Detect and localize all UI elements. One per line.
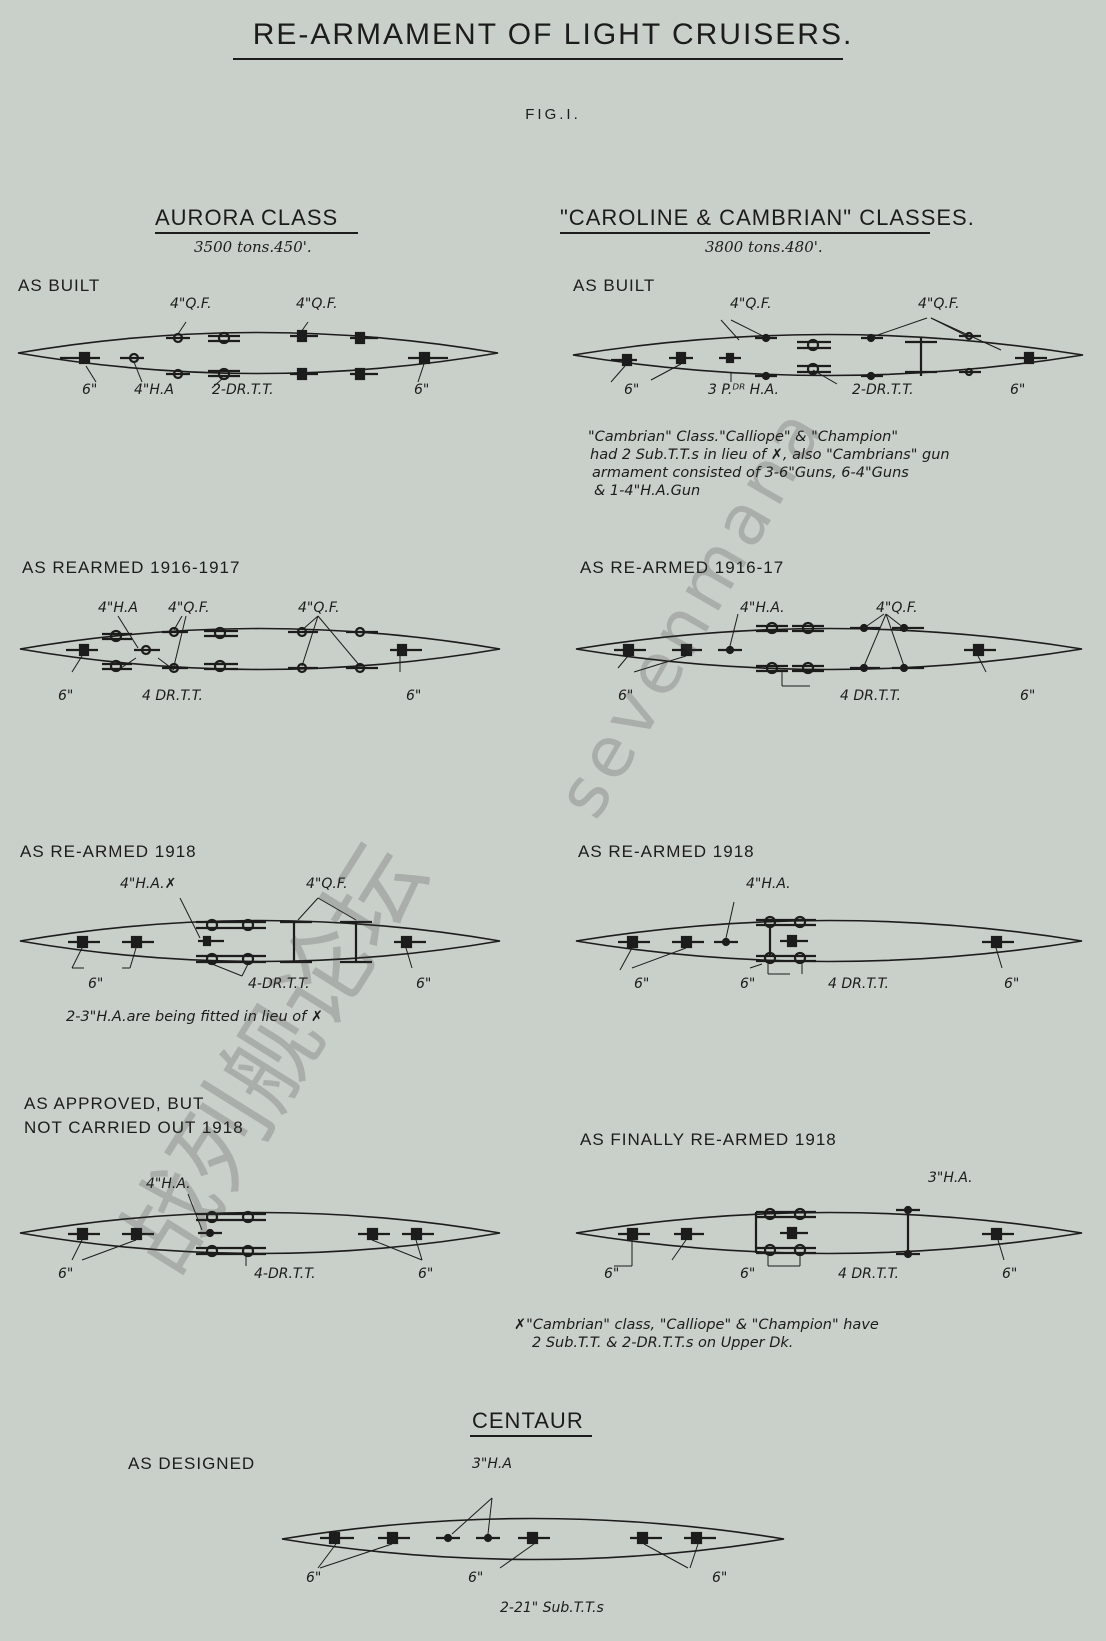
page-title: RE-ARMAMENT OF LIGHT CRUISERS. (252, 18, 854, 51)
aurora-approved-6in-label-1: 6" (58, 1266, 74, 1282)
centaur-6in-label-2: 6" (468, 1570, 484, 1586)
centaur-subtt-label: 2-21" Sub.T.T.s (500, 1600, 604, 1616)
aurora-1917-qf-label-2: 4"Q.F. (298, 600, 340, 616)
centaur-hull-diagram (281, 1497, 785, 1569)
centaur-ha-label: 3"H.A (472, 1456, 512, 1472)
caroline-finally-6in-label-1: 6" (604, 1266, 620, 1282)
aurora-built-ha-label: 4"H.A (134, 382, 174, 398)
aurora-1917-6in-label-2: 6" (406, 688, 422, 704)
aurora-1917-6in-label-1: 6" (58, 688, 74, 704)
aurora-built-qf-label-2: 4"Q.F. (296, 296, 338, 312)
aurora-1918-drtt-label: 4-DR.T.T. (248, 976, 310, 992)
caroline-finally-6in-label-3: 6" (1002, 1266, 1018, 1282)
caroline-1917-6in-label-2: 6" (1020, 688, 1036, 704)
caroline-1918-6in-label-3: 6" (1004, 976, 1020, 992)
centaur-6in-label-3: 6" (712, 1570, 728, 1586)
aurora-rearmed-1918-hull-diagram (19, 897, 501, 977)
caroline-built-note-line-2: had 2 Sub.T.T.s in lieu of ✗, also "Camb… (590, 447, 950, 463)
caroline-rearmed-1917-hull-diagram (575, 613, 1083, 687)
aurora-1918-6in-label-2: 6" (416, 976, 432, 992)
aurora-approved-label-line-1: AS APPROVED, BUT (24, 1094, 205, 1113)
caroline-rearmed-1918-hull-diagram (575, 901, 1083, 975)
aurora-1918-6in-label-1: 6" (88, 976, 104, 992)
caroline-1917-qf-label: 4"Q.F. (876, 600, 918, 616)
caroline-as-built-label: AS BUILT (573, 276, 656, 295)
centaur-as-designed-label: AS DESIGNED (128, 1454, 256, 1473)
aurora-as-built-hull-diagram (17, 321, 499, 389)
caroline-built-3pdr-label: 3 P.ᴰᴿ H.A. (708, 382, 779, 398)
caroline-built-6in-label-2: 6" (1010, 382, 1026, 398)
aurora-built-drtt-label: 2-DR.T.T. (212, 382, 274, 398)
caroline-1918-6in-label-2: 6" (740, 976, 756, 992)
aurora-as-built-label: AS BUILT (18, 276, 101, 295)
title-underline (233, 58, 843, 60)
caroline-finally-hull-diagram (575, 1205, 1083, 1267)
caroline-built-note-line-4: & 1-4"H.A.Gun (594, 483, 701, 499)
caroline-class-heading: "CAROLINE & CAMBRIAN" CLASSES. (560, 205, 975, 230)
aurora-built-qf-label-1: 4"Q.F. (170, 296, 212, 312)
aurora-1918-note: 2-3"H.A.are being fitted in lieu of ✗ (66, 1009, 324, 1025)
aurora-built-6in-label-2: 6" (414, 382, 430, 398)
caroline-1918-6in-label-1: 6" (634, 976, 650, 992)
centaur-6in-label-1: 6" (306, 1570, 322, 1586)
caroline-finally-6in-label-2: 6" (740, 1266, 756, 1282)
aurora-built-6in-label-1: 6" (82, 382, 98, 398)
aurora-rearmed-1918-label: AS RE-ARMED 1918 (20, 842, 197, 861)
caroline-finally-label: AS FINALLY RE-ARMED 1918 (580, 1130, 837, 1149)
caroline-built-drtt-label: 2-DR.T.T. (852, 382, 914, 398)
aurora-approved-6in-label-2: 6" (418, 1266, 434, 1282)
aurora-approved-ha-label: 4"H.A. (146, 1176, 191, 1192)
aurora-1917-qf-label-1: 4"Q.F. (168, 600, 210, 616)
aurora-1917-ha-label: 4"H.A (98, 600, 138, 616)
caroline-1917-drtt-label: 4 DR.T.T. (840, 688, 901, 704)
aurora-approved-label-line-2: NOT CARRIED OUT 1918 (24, 1118, 244, 1137)
aurora-rearmed-1917-hull-diagram (19, 615, 501, 674)
caroline-tonnage: 3800 tons.480'. (705, 238, 823, 256)
caroline-built-qf-label-2: 4"Q.F. (918, 296, 960, 312)
caroline-finally-drtt-label: 4 DR.T.T. (838, 1266, 899, 1282)
caroline-finally-note-line-1: ✗"Cambrian" class, "Calliope" & "Champio… (514, 1317, 879, 1333)
caroline-built-6in-label-1: 6" (624, 382, 640, 398)
caroline-1917-ha-label: 4"H.A. (740, 600, 785, 616)
caroline-built-qf-label-1: 4"Q.F. (730, 296, 772, 312)
centaur-heading-underline (470, 1435, 592, 1437)
aurora-class-heading: AURORA CLASS (155, 205, 339, 230)
figure-number: FIG.I. (525, 106, 581, 123)
aurora-1918-ha-label: 4"H.A.✗ (120, 876, 177, 892)
caroline-built-note-line-1: "Cambrian" Class."Calliope" & "Champion" (588, 429, 899, 445)
aurora-1918-qf-label: 4"Q.F. (306, 876, 348, 892)
aurora-tonnage: 3500 tons.450'. (194, 238, 312, 256)
aurora-heading-underline (155, 232, 358, 234)
caroline-1917-6in-label-1: 6" (618, 688, 634, 704)
caroline-finally-note-line-2: 2 Sub.T.T. & 2-DR.T.T.s on Upper Dk. (532, 1335, 794, 1351)
centaur-heading: CENTAUR (472, 1408, 584, 1433)
caroline-as-built-hull-diagram (572, 317, 1084, 385)
caroline-finally-ha-label: 3"H.A. (928, 1170, 973, 1186)
aurora-approved-drtt-label: 4-DR.T.T. (254, 1266, 316, 1282)
caroline-rearmed-1917-label: AS RE-ARMED 1916-17 (580, 558, 785, 577)
aurora-rearmed-1917-label: AS REARMED 1916-1917 (22, 558, 241, 577)
caroline-1918-ha-label: 4"H.A. (746, 876, 791, 892)
caroline-built-note-line-3: armament consisted of 3-6"Guns, 6-4"Guns (592, 465, 909, 481)
aurora-1917-drtt-label: 4 DR.T.T. (142, 688, 203, 704)
caroline-heading-underline (560, 232, 930, 234)
caroline-1918-drtt-label: 4 DR.T.T. (828, 976, 889, 992)
aurora-approved-hull-diagram (19, 1193, 501, 1266)
caroline-rearmed-1918-label: AS RE-ARMED 1918 (578, 842, 755, 861)
